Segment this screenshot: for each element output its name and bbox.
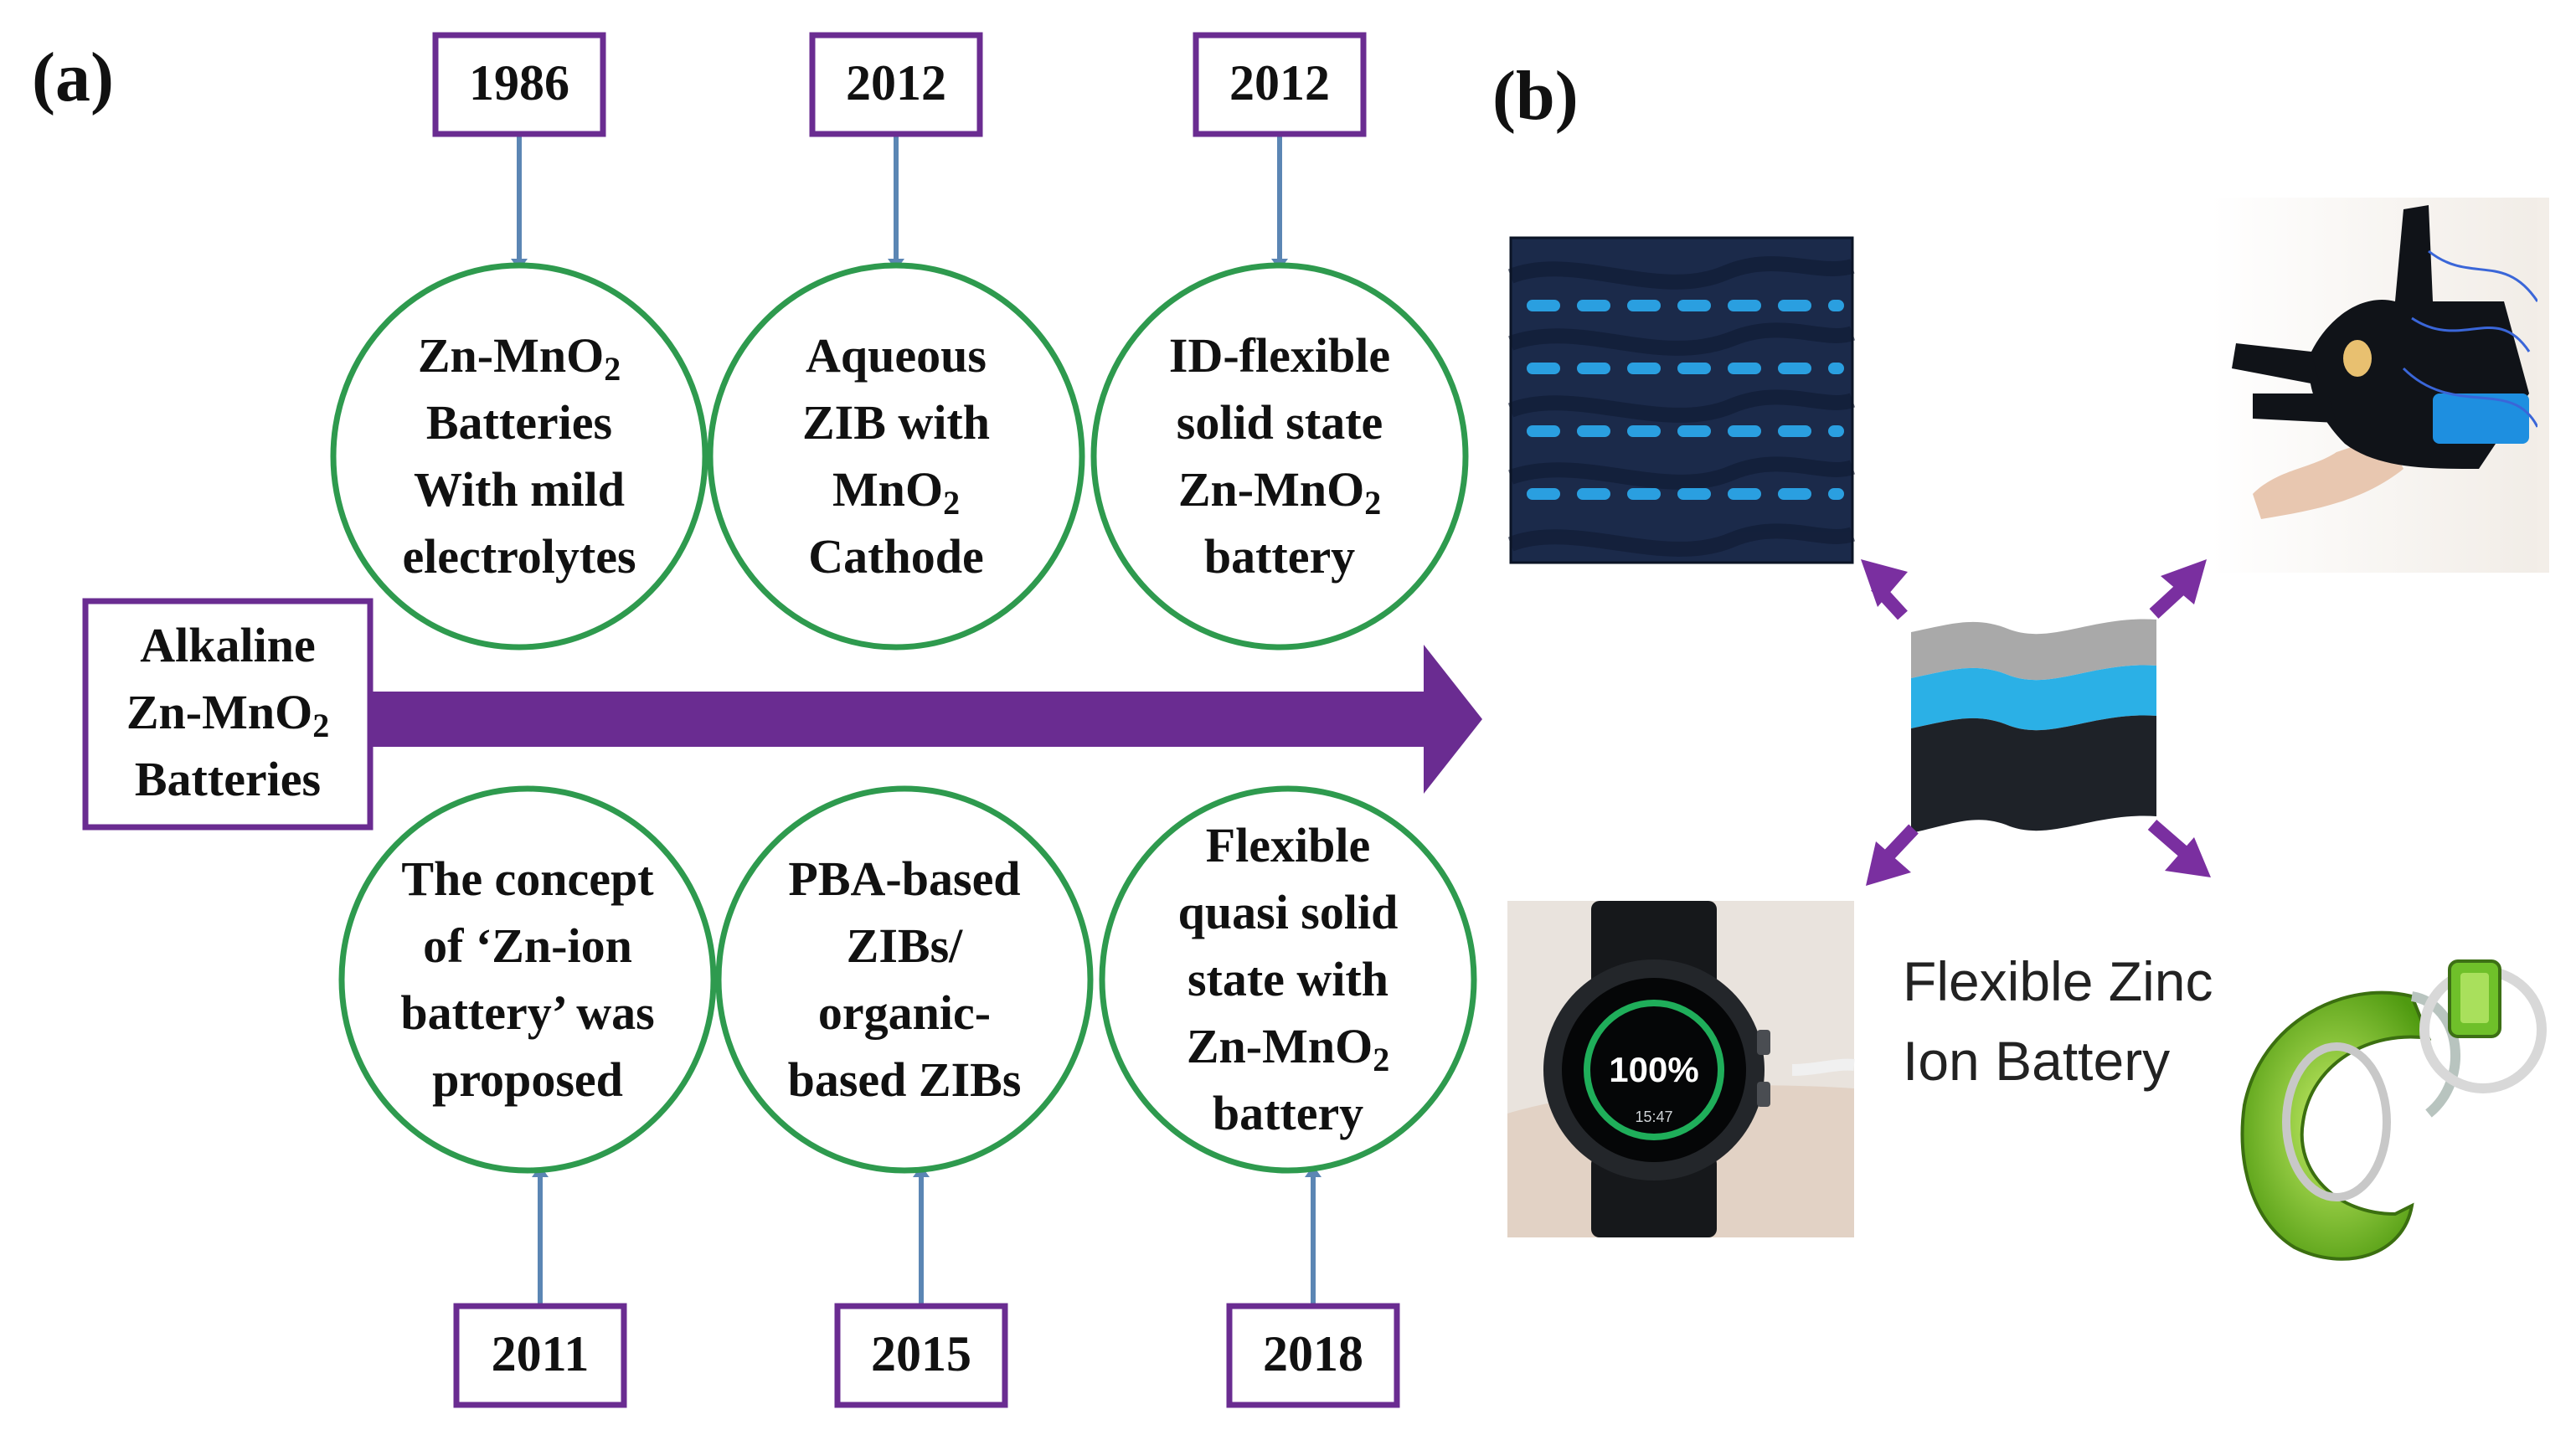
panel-a-label: (a): [32, 39, 114, 116]
start-box-text-line: Zn-MnO2: [126, 685, 329, 744]
event-text-line: Zn-MnO2: [418, 328, 621, 388]
year-label: 2011: [492, 1326, 590, 1381]
start-box-text-line: Batteries: [135, 752, 321, 806]
bottom-event: 2011 The concept of ‘Zn-ion battery’ was pro…: [338, 785, 717, 1408]
event-circle: [707, 262, 1085, 651]
event-text-line: ID-flexible: [1169, 328, 1390, 383]
year-box: [834, 1303, 1008, 1408]
event-text-line: With mild: [414, 462, 625, 517]
bottom-event: 2018 Flexible quasi solid state withZn-MnO2…: [1099, 785, 1477, 1408]
direction-arrows: [1861, 559, 2211, 886]
woven-fabric-photo: [1507, 236, 1856, 564]
flexible-battery-icon: [1911, 619, 2156, 833]
event-text-line: proposed: [432, 1052, 623, 1107]
event-circle: [1099, 785, 1477, 1174]
year-label: 2012: [1229, 55, 1330, 111]
event-text-line: of ‘Zn-ion: [423, 918, 632, 973]
event-text-line: MnO2: [832, 462, 960, 522]
event-circle: [330, 262, 708, 651]
event-circle: [338, 785, 717, 1174]
arrow-up-left: [1861, 559, 1908, 620]
arrow-up-right: [2149, 559, 2207, 619]
start-box-text-line: Alkaline: [140, 618, 316, 672]
event-text-line: Zn-MnO2: [1187, 1019, 1389, 1078]
event-text-line: Flexible: [1206, 818, 1371, 872]
caption-line-2: Ion Battery: [1903, 1030, 2170, 1092]
year-box: [1193, 32, 1367, 137]
event-text-line: PBA-based: [788, 851, 1020, 906]
event-text-line: Batteries: [426, 395, 612, 450]
arrow-down-right: [2147, 819, 2211, 877]
year-box: [453, 1303, 627, 1408]
year-label: 1986: [469, 55, 569, 111]
wrist-band-device-photo: [2240, 959, 2547, 1261]
smart-glove-photo: [2211, 198, 2549, 573]
event-text-line: battery: [1204, 529, 1355, 584]
event-text-line: battery’ was: [400, 985, 654, 1040]
caption-line-1: Flexible Zinc: [1903, 950, 2213, 1012]
panel-b: (b): [1492, 57, 2549, 1261]
event-text-line: ZIB with: [802, 395, 990, 450]
event-text-line: battery: [1213, 1086, 1363, 1140]
watch-time: 15:47: [1635, 1109, 1672, 1125]
smartwatch-photo: 100% 15:47: [1507, 901, 1855, 1237]
timeline-arrow: [368, 645, 1482, 794]
arrow-down-left: [1866, 824, 1919, 886]
event-circle: [715, 785, 1094, 1174]
event-text-line: solid state: [1177, 395, 1383, 450]
event-text-line: ZIBs/: [847, 918, 964, 973]
event-text-line: Aqueous: [806, 328, 987, 383]
year-label: 2018: [1263, 1326, 1363, 1381]
year-label: 2012: [846, 55, 946, 111]
event-circle: [1090, 262, 1469, 651]
year-box: [432, 32, 606, 137]
event-text-line: Cathode: [808, 529, 983, 584]
event-text-line: Zn-MnO2: [1178, 462, 1381, 522]
event-text-line: quasi solid: [1178, 885, 1399, 939]
year-label: 2015: [871, 1326, 971, 1381]
year-box: [1226, 1303, 1400, 1408]
event-text-line: The concept: [401, 851, 654, 906]
event-text-line: based ZIBs: [788, 1052, 1022, 1107]
event-text-line: electrolytes: [402, 529, 636, 584]
watch-percent: 100%: [1609, 1050, 1698, 1089]
event-text-line: state with: [1188, 952, 1388, 1006]
event-text-line: organic-: [818, 985, 991, 1040]
panel-b-label: (b): [1492, 57, 1579, 135]
year-box: [809, 32, 983, 137]
